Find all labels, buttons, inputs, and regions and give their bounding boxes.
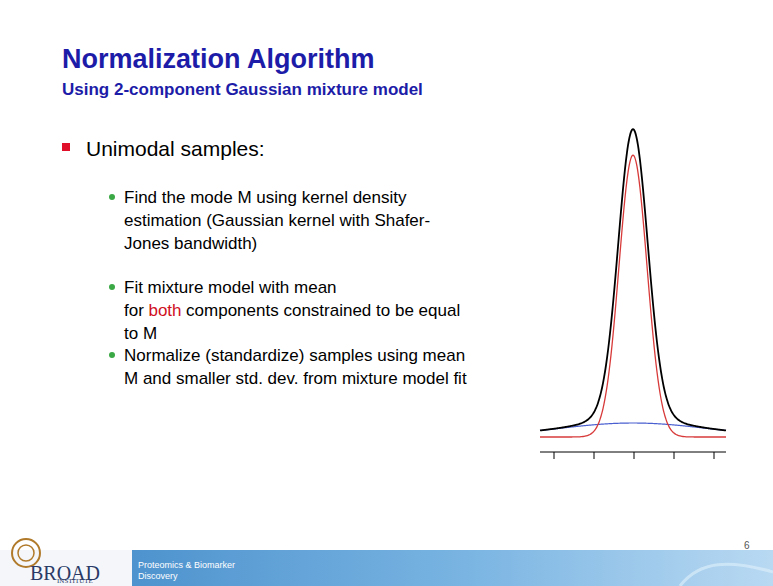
axis-ticks bbox=[554, 452, 714, 459]
bullet-heading: Unimodal samples: bbox=[86, 136, 386, 161]
slide-subtitle: Using 2-component Gaussian mixture model bbox=[62, 80, 423, 99]
footer-bar bbox=[0, 550, 773, 586]
logo-subword: INSTITUTE bbox=[57, 577, 137, 585]
density-plot bbox=[540, 129, 726, 459]
bullet-text: Find the mode M using kernel density est… bbox=[124, 188, 430, 253]
density-curve bbox=[540, 129, 726, 430]
bullet-heading: Unimodal samples: bbox=[86, 137, 265, 160]
bullet-text: Fit mixture model with mean forbothcompo… bbox=[124, 276, 469, 345]
page-number: 6 bbox=[744, 540, 750, 551]
bullet-text: Find the mode M using kernel density est… bbox=[124, 186, 469, 255]
bullet-text: Normalize (standardize) samples using me… bbox=[124, 344, 469, 390]
bullet-square bbox=[62, 143, 70, 151]
slide-title: Normalization Algorithm bbox=[62, 44, 375, 75]
sub-bullets bbox=[109, 194, 115, 358]
narrow-component-curve bbox=[540, 155, 726, 437]
footer-text: Proteomics & Biomarker Discovery bbox=[138, 560, 243, 582]
page-number: 6 bbox=[744, 540, 764, 552]
x-axis bbox=[540, 452, 726, 453]
logo-ground bbox=[0, 550, 132, 586]
logo-seal-inner bbox=[18, 545, 34, 561]
footer-text: Proteomics & Biomarker Discovery bbox=[138, 560, 235, 581]
footer-swirl bbox=[680, 564, 773, 586]
bullet-text: Normalize (standardize) samples using me… bbox=[124, 346, 467, 388]
logo-subword: INSTITUTE bbox=[57, 577, 93, 585]
emphasis-word: both bbox=[148, 301, 181, 320]
slide-subtitle: Using 2-component Gaussian mixture model bbox=[62, 80, 582, 100]
